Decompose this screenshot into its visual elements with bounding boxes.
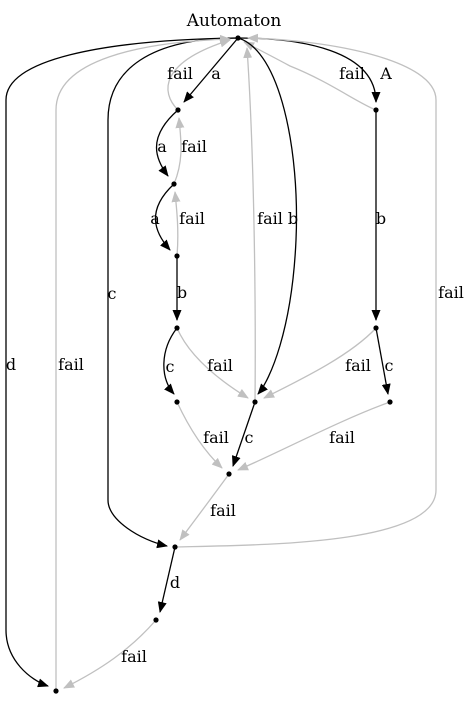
char-transition-path	[375, 327, 391, 395]
fail-transition-path	[179, 473, 230, 541]
char-transition-path	[183, 37, 239, 103]
edge-root-n_d: d	[5, 37, 239, 688]
state-node-n_Ab	[373, 325, 379, 331]
edge-label: d	[170, 573, 180, 592]
state-node-n_aaa	[174, 253, 180, 259]
fail-transition-path	[55, 34, 231, 691]
fail-transition-path	[174, 33, 437, 548]
edge-n_aaab-n_b: fail	[176, 327, 249, 399]
edge-label: a	[150, 209, 160, 228]
edge-label: fail	[339, 64, 365, 83]
edge-label: fail	[181, 137, 207, 156]
state-node-n_b	[252, 399, 258, 405]
state-node-root	[235, 35, 241, 41]
fail-transition-path	[171, 191, 181, 257]
state-node-n_bc	[226, 471, 232, 477]
char-transition-path	[5, 37, 239, 688]
edge-n_aaabc-n_bc: fail	[176, 401, 229, 469]
edge-label: fail	[210, 501, 236, 520]
fail-transition-path	[176, 401, 223, 469]
edge-label: fail	[329, 428, 355, 447]
edge-label: fail	[257, 209, 283, 228]
edge-label: d	[6, 355, 16, 374]
char-transition-path	[237, 37, 298, 395]
edge-label: b	[177, 283, 187, 302]
node-layer	[53, 35, 393, 694]
edge-label: b	[376, 209, 386, 228]
edge-label: a	[211, 64, 221, 83]
state-node-n_aaabc	[174, 399, 180, 405]
edge-n_Ab-n_b: fail	[263, 327, 377, 399]
edge-n_Abc-n_bc: fail	[237, 401, 391, 471]
edge-label: A	[379, 64, 392, 83]
edge-n_bc-n_c: fail	[179, 473, 236, 541]
edge-label: fail	[345, 356, 371, 375]
fail-transition-path	[243, 47, 256, 403]
fail-transition-path	[237, 401, 391, 471]
edge-label: fail	[58, 355, 84, 374]
state-node-n_A	[373, 107, 379, 113]
edge-label: c	[108, 284, 117, 303]
edge-n_c-root: fail	[174, 33, 464, 548]
fail-transition-path	[63, 619, 157, 689]
edge-label: fail	[438, 283, 464, 302]
edge-label: c	[385, 356, 394, 375]
edge-root-n_b: b	[237, 37, 298, 395]
edge-label: fail	[167, 64, 193, 83]
state-node-n_a	[175, 107, 181, 113]
fail-transition-path	[263, 327, 377, 399]
edge-n_d-root: fail	[55, 34, 231, 691]
char-transition-path	[154, 183, 175, 251]
edge-n_A-root: fail	[243, 41, 377, 111]
fail-transition-path	[176, 327, 249, 399]
edge-n_cd-n_d: fail	[63, 619, 157, 689]
edge-label: a	[157, 137, 167, 156]
edge-n_Ab-n_Abc: c	[375, 327, 394, 395]
edge-n_aaa-n_aa: fail	[171, 191, 205, 257]
diagram-title: Automaton	[186, 11, 282, 31]
edge-n_aaab-n_aaabc: c	[163, 327, 178, 395]
edge-label: c	[245, 428, 254, 447]
char-transition-path	[107, 37, 239, 549]
edge-n_b-n_bc: c	[231, 401, 256, 467]
edge-n_a-n_aa: a	[155, 109, 179, 177]
edge-label: c	[166, 357, 175, 376]
edge-root-n_c: c	[107, 37, 239, 549]
edge-n_b-root: fail	[243, 47, 283, 403]
edge-n_c-n_cd: d	[157, 546, 180, 613]
char-transition-path	[231, 401, 256, 467]
char-transition-path	[163, 327, 178, 395]
char-transition-path	[155, 109, 179, 177]
fail-transition-path	[173, 117, 185, 185]
edge-root-n_a: a	[183, 37, 239, 103]
edge-label: fail	[203, 428, 229, 447]
state-node-n_aaab	[174, 325, 180, 331]
state-node-n_aa	[171, 181, 177, 187]
edge-n_A-n_Ab: b	[371, 110, 386, 321]
fail-transition-path	[167, 38, 231, 111]
edge-n_a-root: fail	[167, 38, 231, 111]
state-node-n_d	[53, 688, 59, 694]
edge-n_aa-n_a: fail	[173, 117, 207, 185]
state-node-n_cd	[153, 617, 159, 623]
edge-label: fail	[121, 647, 147, 666]
edge-root-n_A: A	[237, 37, 392, 103]
state-node-n_Abc	[387, 399, 393, 405]
edge-label: fail	[207, 356, 233, 375]
edge-n_aa-n_aaa: a	[150, 183, 175, 251]
edge-label: fail	[179, 209, 205, 228]
char-transition-path	[157, 546, 176, 613]
state-node-n_c	[172, 544, 178, 550]
edge-label: b	[288, 209, 298, 228]
edge-n_aaa-n_aaab: b	[172, 256, 187, 321]
